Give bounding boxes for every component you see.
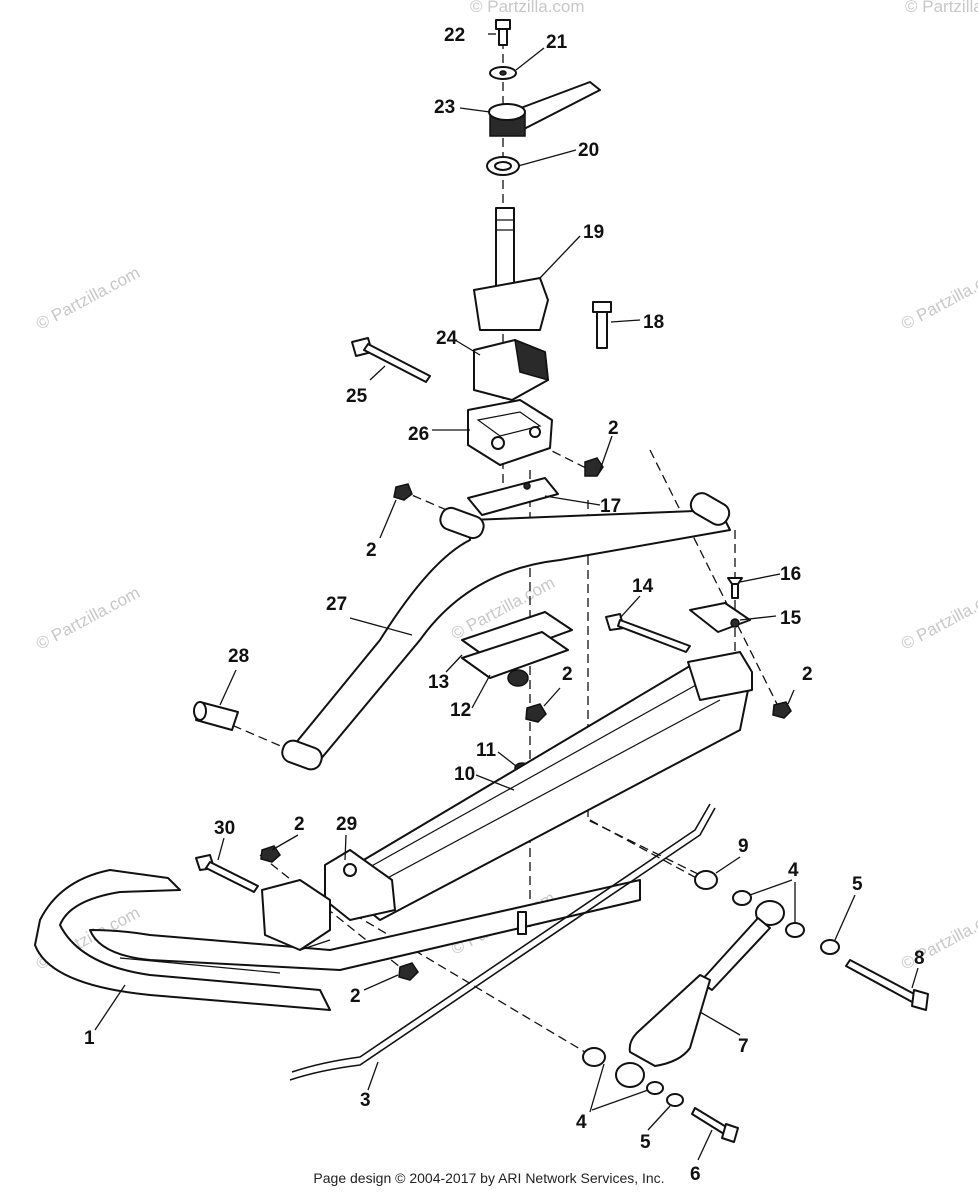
callout-label: 13 [428,672,449,693]
spindle-19 [473,207,549,331]
plate-17 [467,477,559,516]
callout-label: 18 [643,312,664,333]
bolt-25 [351,337,431,383]
bolt-22 [495,19,511,46]
callout-label: 3 [360,1090,371,1111]
callout-label: 29 [336,814,357,835]
callout-label: 2 [366,540,377,561]
plate-15 [689,602,751,633]
watermark: © Partzilla.com [898,903,978,974]
callout-label: 19 [583,222,604,243]
callout-label: 7 [738,1036,749,1057]
pads-12-13 [461,611,573,687]
callout-label: 5 [640,1132,651,1153]
callout-label: 2 [350,986,361,1007]
bolt-30 [195,854,259,893]
callout-label: 2 [608,418,619,439]
watermark: © Partzilla.com [470,0,585,16]
watermark: © Partzilla.com [33,263,143,334]
callout-label: 17 [600,496,621,517]
bolt-18 [592,301,612,349]
nuts-2 [260,457,792,981]
pin-16 [727,577,743,599]
callout-labels: 22 21 23 20 19 18 24 25 26 2 17 2 16 27 … [84,25,925,1185]
bushings-4-9 [582,870,805,1095]
callout-label: 12 [450,700,471,721]
callout-label: 9 [738,836,749,857]
callout-label: 1 [84,1028,95,1049]
callout-label: 15 [780,608,802,629]
steering-bar-27 [281,492,731,771]
callout-label: 5 [852,874,863,895]
page-footer: Page design © 2004-2017 by ARI Network S… [313,1170,665,1186]
callout-label: 6 [690,1164,701,1185]
bolt-8 [845,959,929,1011]
callout-label: 4 [788,860,799,881]
callout-label: 2 [294,814,305,835]
callout-label: 23 [434,97,455,118]
runner-3 [289,803,716,1081]
callout-label: 4 [576,1112,587,1133]
callout-label: 30 [214,818,235,839]
callout-label: 24 [436,328,458,349]
ski-1 [34,869,641,1011]
watermark: © Partzilla.com [898,263,978,334]
callout-label: 26 [408,424,429,445]
ski-spring-frame [329,651,753,921]
washers-5 [666,939,840,1107]
callout-label: 8 [914,948,925,969]
callout-label: 21 [546,32,568,53]
steering-arm-23 [488,81,601,137]
callout-label: 11 [476,740,497,761]
washer-21 [489,66,517,80]
callout-label: 20 [578,140,599,161]
bolt-6 [691,1107,739,1143]
callout-label: 2 [562,664,573,685]
watermark: © Partzilla.com [905,0,978,16]
bolt-14 [605,613,691,653]
watermark: © Partzilla.com [33,583,143,654]
callout-label: 22 [444,25,465,46]
callout-label: 10 [454,764,475,785]
callout-label: 25 [346,386,368,407]
leader-lines [94,33,919,1161]
shock-absorber-7 [615,900,785,1088]
callout-label: 16 [780,564,801,585]
grip-28 [193,701,239,731]
callout-label: 14 [632,576,654,597]
callout-label: 2 [802,664,813,685]
bushing-24 [473,338,549,401]
callout-label: 28 [228,646,249,667]
callout-label: 27 [326,594,347,615]
bracket-26 [467,399,553,466]
washer-20 [486,156,520,176]
watermark: © Partzilla.com [898,583,978,654]
